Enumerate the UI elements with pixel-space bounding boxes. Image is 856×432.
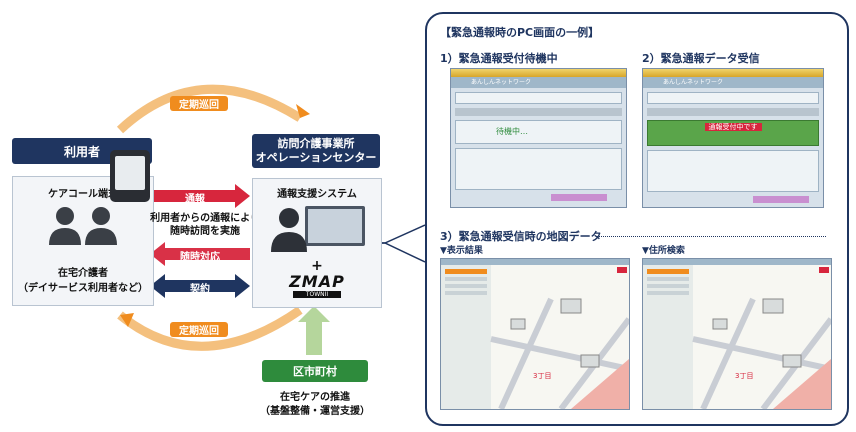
section-2-title: 2）緊急通報データ受信 bbox=[642, 52, 760, 65]
municipality-arrow bbox=[298, 306, 330, 355]
resident-sub: （デイサービス利用者など） bbox=[18, 283, 148, 294]
municipality-sub: （基盤整備・運営支援） bbox=[260, 406, 370, 417]
terminal-label: ケアコール端末 bbox=[48, 189, 118, 200]
callout-title: 【緊急通報時のPC画面の一例】 bbox=[440, 26, 600, 39]
screen-title: あんしんネットワーク bbox=[451, 77, 626, 88]
section-1-title: 1）緊急通報受付待機中 bbox=[440, 52, 558, 65]
screen-waiting: あんしんネットワーク 待機中… bbox=[450, 68, 627, 208]
map-label-1: 3丁目 bbox=[533, 372, 552, 380]
report-label: 通報 bbox=[185, 193, 205, 205]
patrol-arc-top bbox=[116, 84, 303, 134]
patrol-label-top: 定期巡回 bbox=[170, 96, 228, 111]
map-result-label: ▼表示結果 bbox=[440, 246, 483, 256]
map-label-2: 3丁目 bbox=[735, 372, 754, 380]
report-arrow bbox=[150, 184, 250, 208]
municipality-note: 在宅ケアの推進 bbox=[280, 392, 350, 403]
zmap-sub: TOWNII bbox=[293, 291, 341, 298]
people-icon bbox=[49, 207, 117, 245]
map-search-label: ▼住所検索 bbox=[642, 246, 685, 256]
screen-title-2: あんしんネットワーク bbox=[643, 77, 823, 88]
report-note: 利用者からの通報により 随時訪問を実施 bbox=[150, 213, 260, 237]
map-view-search: 3丁目 bbox=[642, 258, 832, 410]
alert-box: 通報受付中です bbox=[647, 120, 819, 146]
map-drawing-2 bbox=[643, 259, 831, 409]
municipality-header: 区市町村 bbox=[262, 360, 368, 382]
screen-alert: あんしんネットワーク 通報受付中です bbox=[642, 68, 824, 208]
tablet-icon bbox=[110, 150, 150, 202]
plus-sign: + bbox=[311, 258, 323, 274]
center-header: 訪問介護事業所 オペレーションセンター bbox=[252, 134, 380, 168]
response-label: 随時対応 bbox=[180, 251, 220, 263]
waiting-text: 待機中… bbox=[455, 120, 622, 144]
patrol-arc-bottom bbox=[117, 306, 303, 351]
contract-label: 契約 bbox=[190, 283, 210, 295]
center-panel: 通報支援システム + ZMAP TOWNII bbox=[252, 178, 382, 308]
map-drawing bbox=[441, 259, 629, 409]
section-3-title: 3）緊急通報受信時の地図データ bbox=[440, 230, 602, 243]
resident-label: 在宅介護者 bbox=[58, 268, 108, 279]
user-panel: ケアコール端末 在宅介護者 （デイサービス利用者など） bbox=[12, 176, 154, 306]
alert-text: 通報受付中です bbox=[704, 123, 762, 131]
operator-icon bbox=[271, 206, 365, 252]
contract-arrow bbox=[150, 274, 250, 298]
response-arrow bbox=[150, 242, 250, 266]
map-view-result: 3丁目 bbox=[440, 258, 630, 410]
system-label: 通報支援システム bbox=[277, 189, 357, 200]
patrol-label-bottom: 定期巡回 bbox=[170, 322, 228, 337]
zmap-logo: ZMAP bbox=[289, 272, 345, 291]
